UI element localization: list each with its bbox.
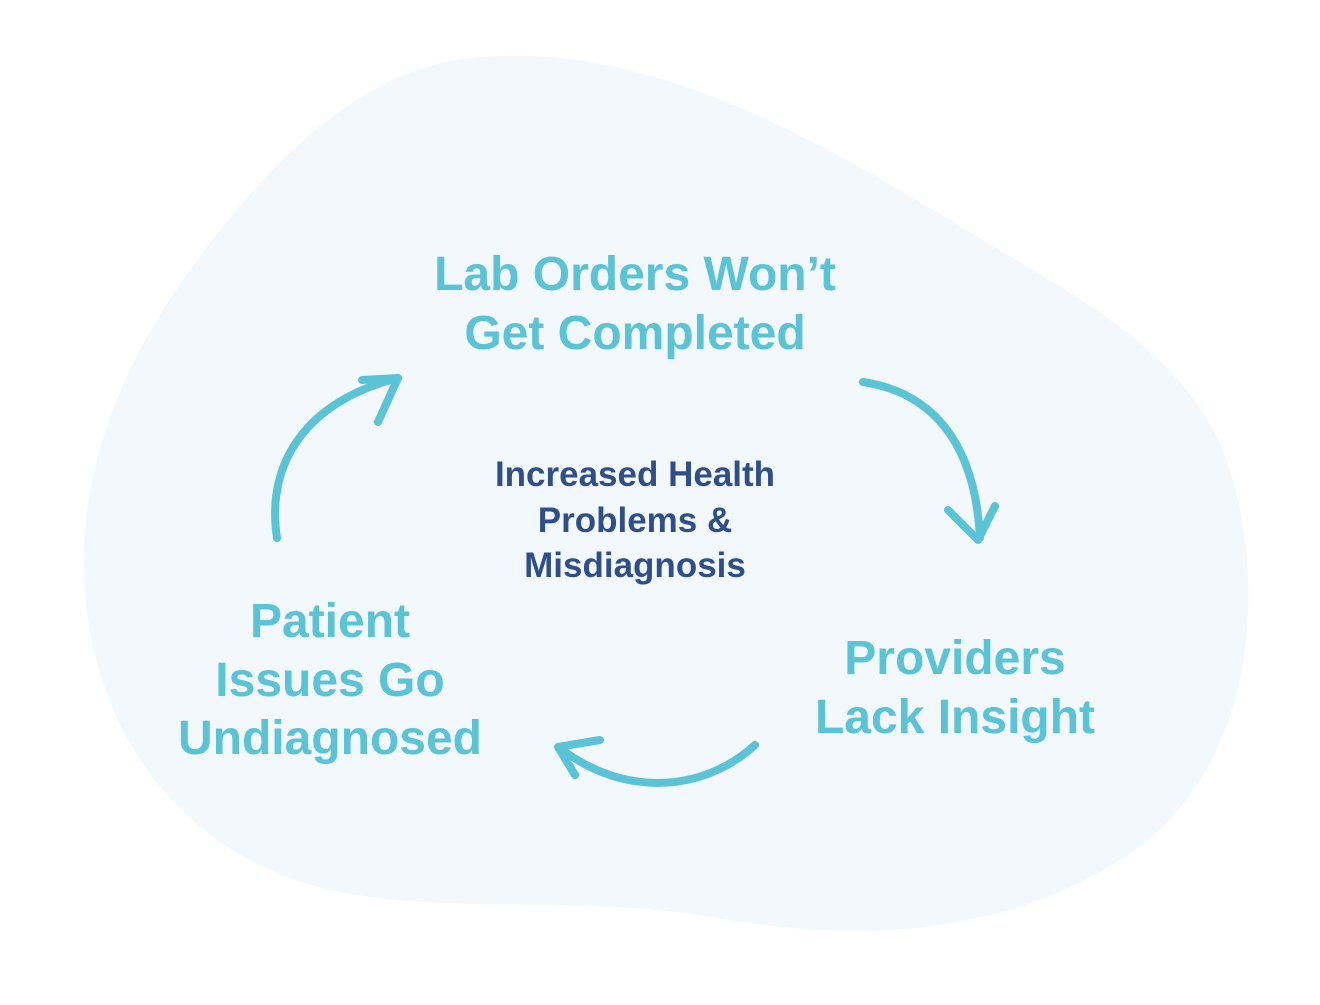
arrow-head [358, 374, 402, 426]
arrow-head [944, 502, 999, 544]
center-outcome-label: Increased Health Problems & Misdiagnosis [430, 452, 840, 589]
cycle-step-line: Get Completed [464, 306, 806, 360]
center-line: Increased Health [494, 455, 776, 494]
cycle-step-lab-orders: Lab Orders Won’t Get Completed [380, 246, 890, 363]
arrow-shaft [556, 741, 759, 787]
cycle-step-line: Undiagnosed [177, 712, 482, 766]
cycle-step-line: Patient [249, 595, 411, 648]
cycle-step-line: Providers [844, 632, 1066, 685]
center-line: Problems & [537, 500, 733, 540]
arrow-shaft [271, 374, 402, 542]
cycle-step-providers: Providers Lack Insight [770, 630, 1140, 747]
arrow-right-to-left [554, 736, 759, 787]
cycle-step-line: Lab Orders Won’t [434, 248, 836, 301]
cycle-step-patient-issues: Patient Issues Go Undiagnosed [130, 593, 530, 769]
cycle-step-line: Lack Insight [814, 690, 1096, 744]
background-blob [83, 55, 1249, 931]
center-line: Misdiagnosis [524, 546, 746, 585]
cycle-step-line: Issues Go [215, 653, 445, 707]
arrow-head [554, 736, 604, 779]
arrow-left-to-top [271, 374, 402, 542]
arrow-shaft [859, 378, 984, 542]
arrow-top-to-right [859, 378, 999, 544]
